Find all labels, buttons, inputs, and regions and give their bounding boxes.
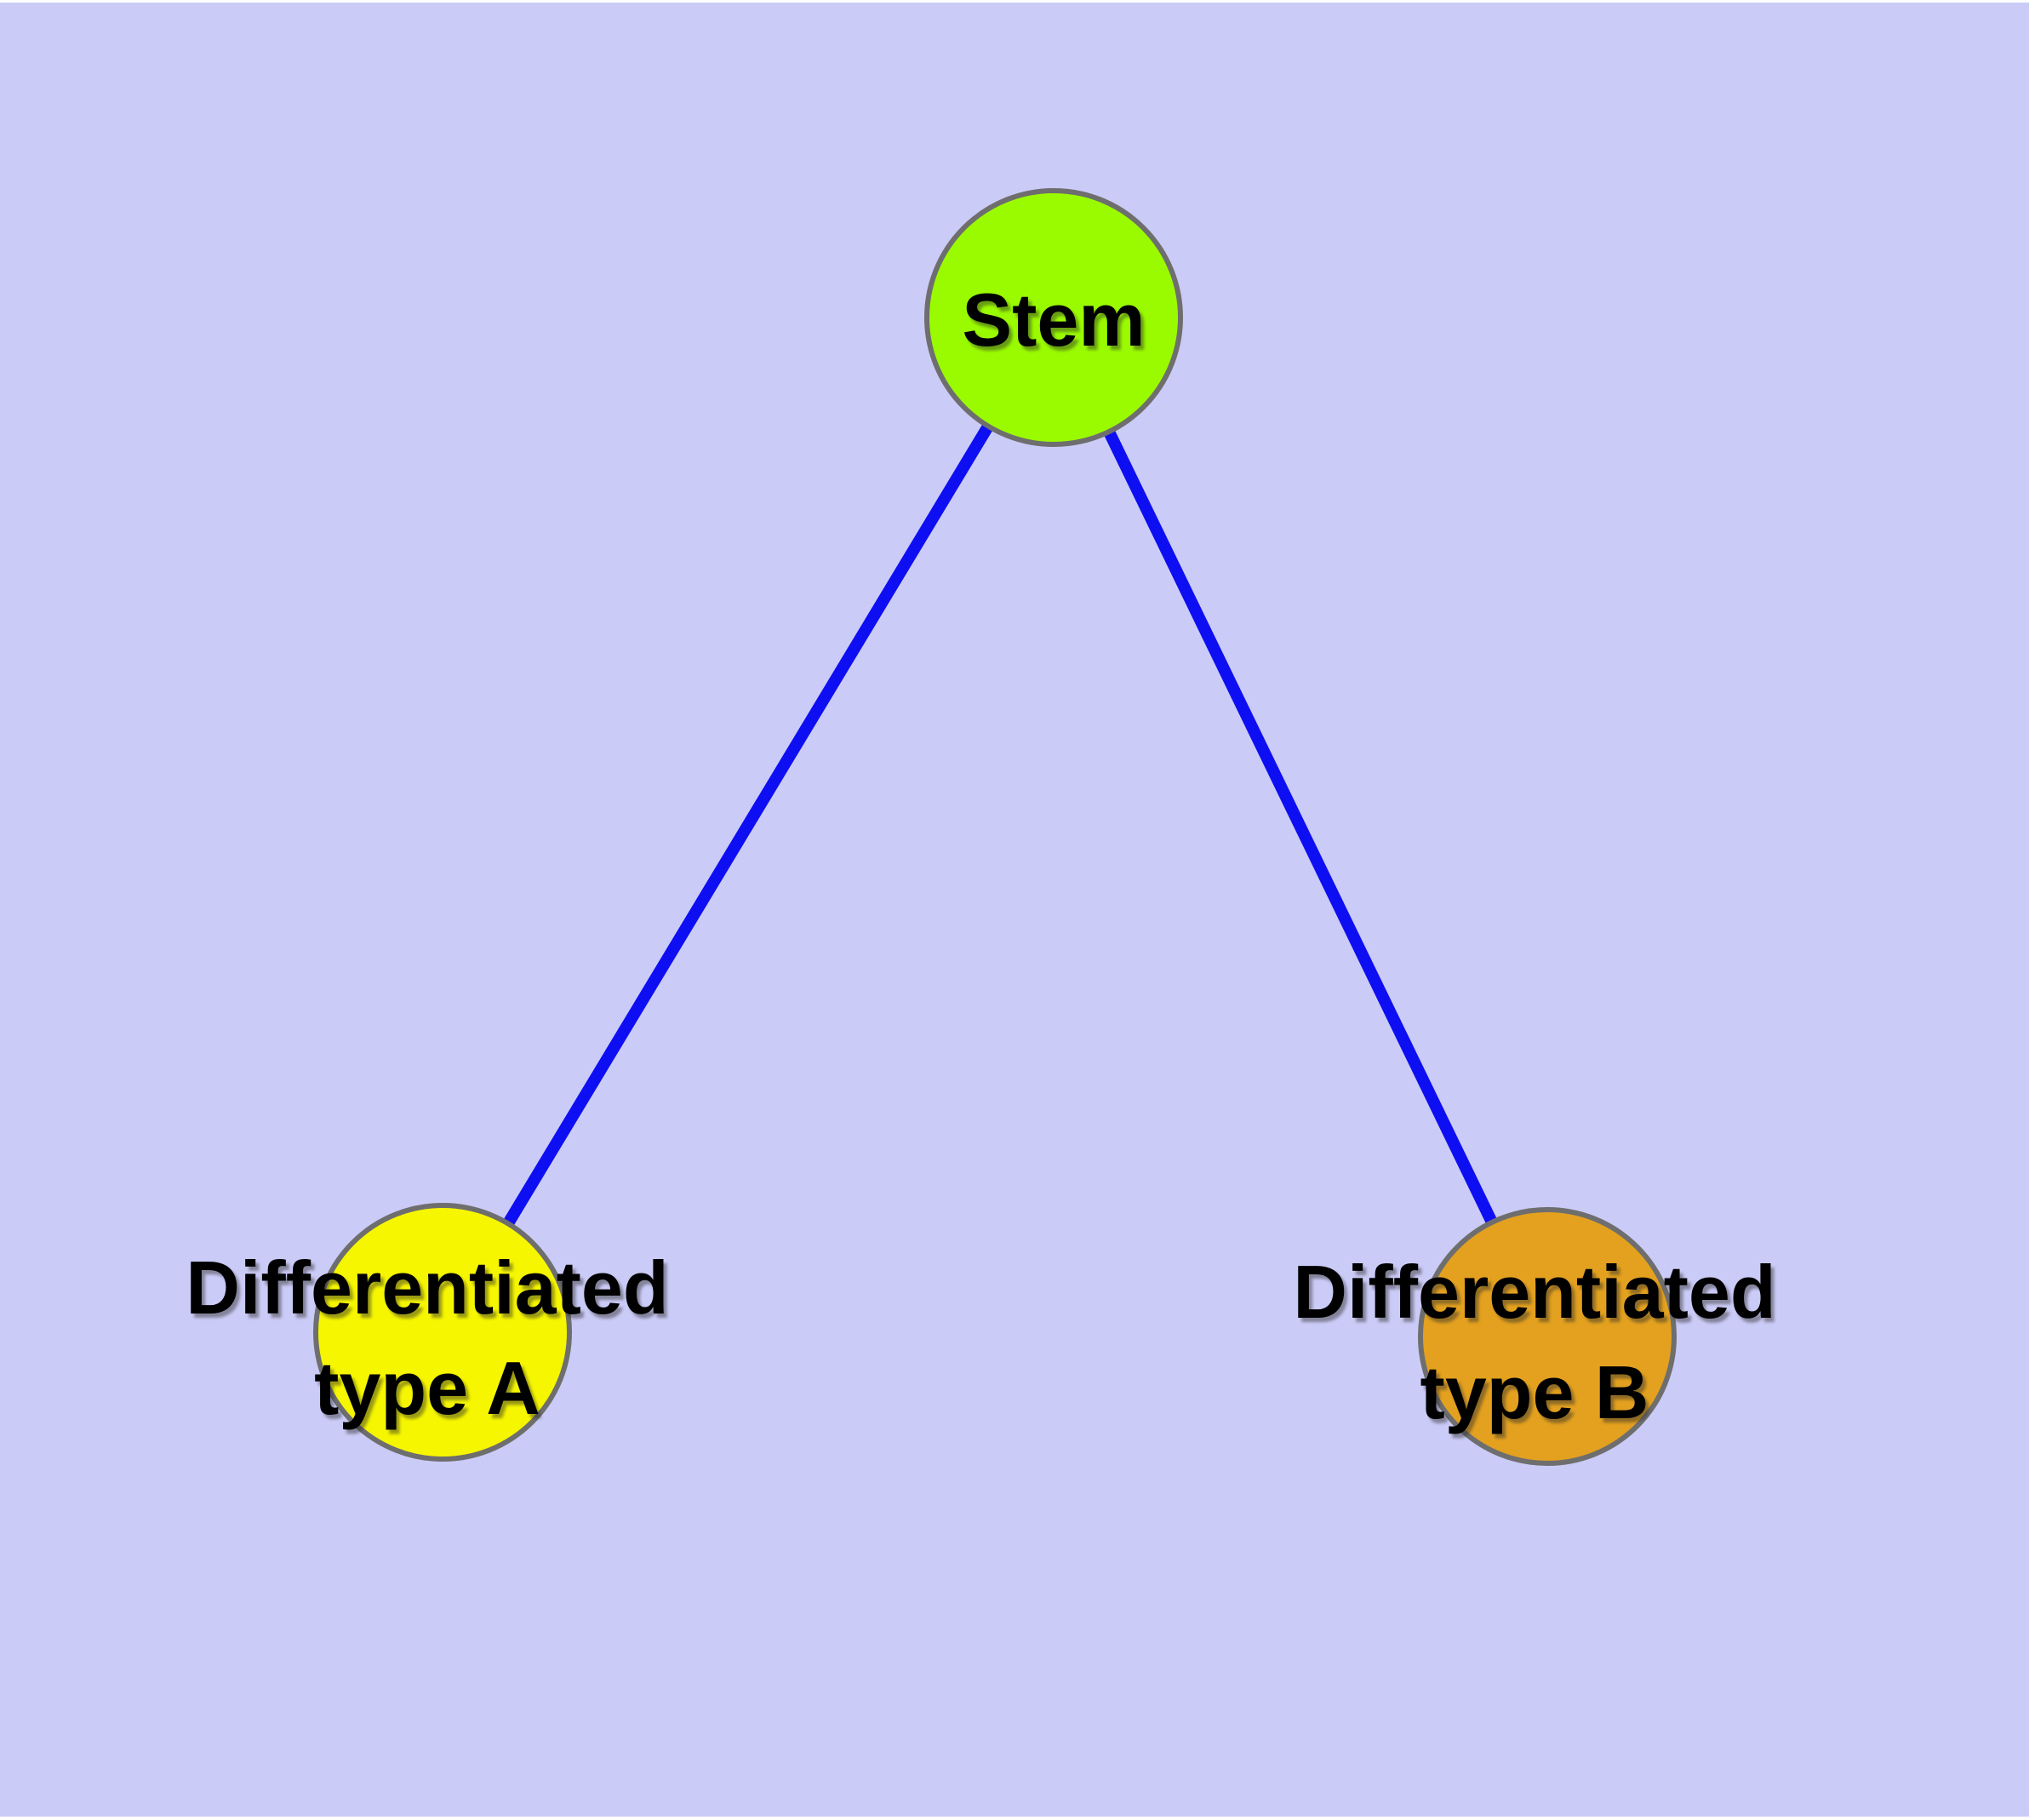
node-differentiated-type-a	[313, 1203, 572, 1462]
node-differentiated-type-b	[1418, 1207, 1677, 1466]
edge-stem-to-type-a	[437, 314, 1059, 1336]
edge-stem-to-type-b	[1048, 314, 1553, 1340]
node-stem	[924, 188, 1183, 447]
